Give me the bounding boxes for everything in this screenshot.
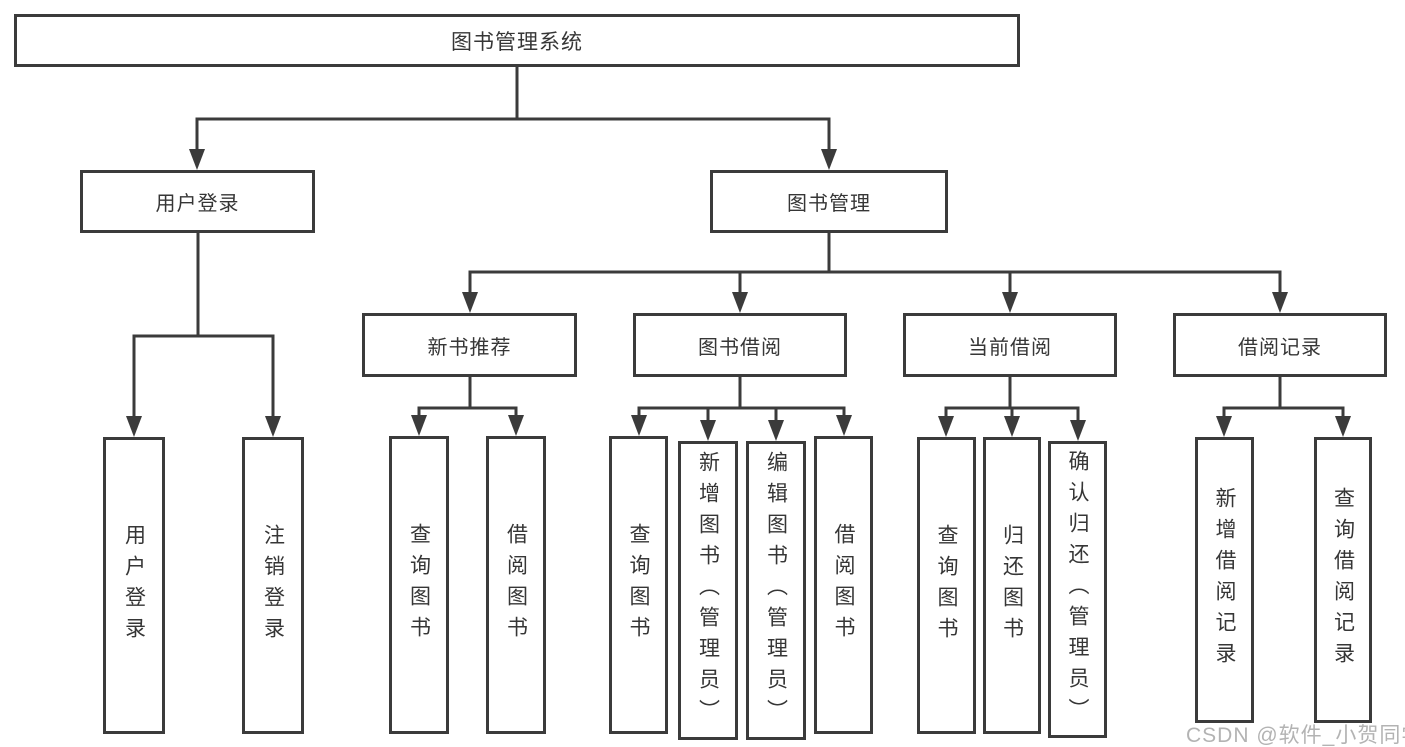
leaf-label: 归还图书: [1000, 523, 1024, 648]
leaf-label: 查询图书: [627, 523, 650, 647]
arrowhead: [411, 415, 427, 436]
arrowhead: [700, 420, 716, 441]
leaf-label: 查询图书: [935, 523, 958, 648]
arrowhead: [189, 149, 205, 170]
arrowhead: [1335, 416, 1351, 437]
node-book-borrowing: 图书借阅: [633, 313, 847, 377]
leaf-query-book-current: 查询图书: [917, 437, 976, 734]
arrowhead: [126, 416, 142, 437]
leaf-label: 编辑图书（管理员）: [764, 451, 788, 730]
leaf-label: 借阅图书: [832, 523, 855, 647]
arrowhead: [1004, 416, 1020, 437]
arrowhead: [732, 292, 748, 313]
node-user-login: 用户登录: [80, 170, 315, 233]
node-root-system: 图书管理系统: [14, 14, 1020, 67]
arrowhead: [1272, 292, 1288, 313]
leaf-borrow-book-recommend: 借阅图书: [486, 436, 546, 734]
leaf-query-book-borrowing: 查询图书: [609, 436, 668, 734]
leaf-borrow-book: 借阅图书: [814, 436, 873, 734]
leaf-label: 新增图书（管理员）: [696, 451, 720, 730]
node-current-borrowing: 当前借阅: [903, 313, 1117, 377]
leaf-add-borrow-record: 新增借阅记录: [1195, 437, 1254, 723]
leaf-logout-login: 注销登录: [242, 437, 304, 734]
arrowhead: [462, 292, 478, 313]
leaf-edit-book-admin: 编辑图书（管理员）: [746, 441, 806, 740]
arrowhead: [768, 420, 784, 441]
leaf-query-book-recommend: 查询图书: [389, 436, 449, 734]
leaf-query-borrow-record: 查询借阅记录: [1314, 437, 1372, 723]
arrowhead: [1002, 292, 1018, 313]
leaf-label: 新增借阅记录: [1213, 487, 1236, 673]
leaf-label: 借阅图书: [504, 523, 528, 647]
watermark: CSDN @软件_小贺同学: [1186, 724, 1405, 747]
node-borrowing-records: 借阅记录: [1173, 313, 1387, 377]
leaf-return-book: 归还图书: [983, 437, 1041, 734]
leaf-label: 确认归还（管理员）: [1066, 450, 1089, 729]
leaf-add-book-admin: 新增图书（管理员）: [678, 441, 738, 740]
arrowhead: [1070, 420, 1086, 441]
leaf-label: 注销登录: [261, 523, 285, 648]
leaf-label: 查询图书: [407, 523, 431, 647]
arrowhead: [836, 415, 852, 436]
leaf-user-login: 用户登录: [103, 437, 165, 734]
arrowhead: [1216, 416, 1232, 437]
leaf-confirm-return-admin: 确认归还（管理员）: [1048, 441, 1107, 738]
arrowhead: [631, 415, 647, 436]
leaf-label: 用户登录: [122, 523, 146, 648]
arrowhead: [821, 149, 837, 170]
arrowhead: [938, 416, 954, 437]
leaf-label: 查询借阅记录: [1331, 487, 1355, 673]
node-new-book-recommend: 新书推荐: [362, 313, 577, 377]
arrowhead: [508, 415, 524, 436]
arrowheads: [126, 149, 1351, 441]
connector-path: [132, 67, 1345, 425]
node-book-management: 图书管理: [710, 170, 948, 233]
arrowhead: [265, 416, 281, 437]
